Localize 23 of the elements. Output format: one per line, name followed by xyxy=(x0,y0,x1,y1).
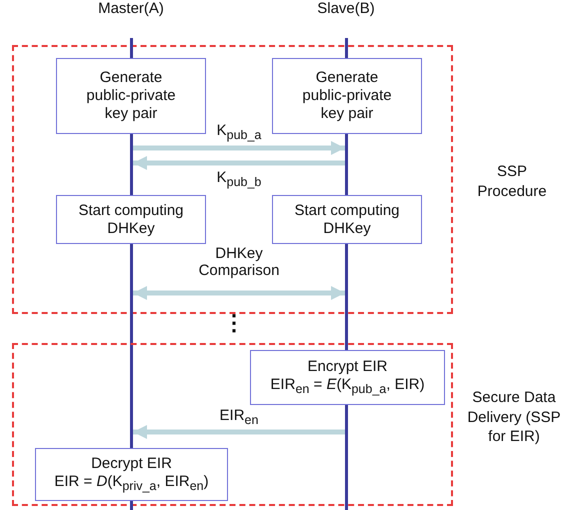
arrow xyxy=(133,141,345,155)
lifeline-label: Master(A) xyxy=(97,0,165,18)
group-heading: SSP Procedure xyxy=(476,162,548,201)
arrow xyxy=(133,156,345,170)
process-box: Decrypt EIR EIR = D(K$_{priv_a}$, EIR$_{en}$) xyxy=(35,448,228,501)
process-box: Start computing DHKey xyxy=(56,195,206,244)
lifeline xyxy=(345,405,348,500)
edge-label: K$_{pub_a}$ xyxy=(214,122,264,142)
lifeline xyxy=(130,244,133,448)
process-box: Start computing DHKey xyxy=(272,195,422,244)
edge-label: EIR$_{en}$ xyxy=(218,407,260,428)
process-box: Generate public-private key pair xyxy=(272,58,422,134)
lifeline xyxy=(130,134,133,195)
group-heading: Secure Data Delivery (SSP for EIR) xyxy=(466,388,562,446)
process-box: Generate public-private key pair xyxy=(56,58,206,134)
edge-label: K$_{pub_b}$ xyxy=(214,169,264,190)
arrow xyxy=(133,425,345,439)
ellipsis-mark: ⋮ xyxy=(222,310,246,336)
lifeline-label: Slave(B) xyxy=(316,0,376,18)
arrow xyxy=(133,286,345,300)
lifeline xyxy=(345,244,348,350)
process-box: Encrypt EIR EIR$_{en}$ = E(K$_{pub_a}$, EIR) xyxy=(250,350,445,405)
lifeline xyxy=(345,134,348,195)
